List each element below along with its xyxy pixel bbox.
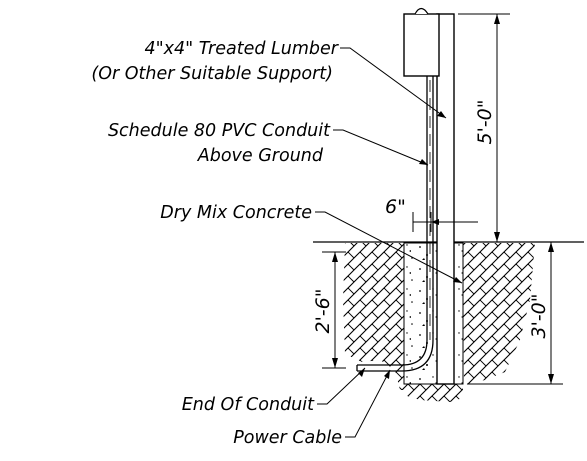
- leader-end-conduit: [317, 367, 366, 405]
- dim-conduit-depth: 2'-6": [312, 289, 334, 334]
- leader-lumber: [340, 47, 447, 119]
- label-conduit: Schedule 80 PVC Conduit: [108, 121, 331, 141]
- enclosure-cap: [414, 7, 429, 15]
- dim-post-depth: 3'-0": [528, 294, 550, 339]
- label-lumber-note: (Or Other Suitable Support): [91, 64, 333, 84]
- dim-offset: 6": [385, 196, 406, 218]
- label-end-conduit: End Of Conduit: [182, 395, 315, 415]
- pvc-conduit: [357, 32, 428, 366]
- pvc-conduit-inner: [357, 32, 434, 372]
- leader-power-cable: [345, 369, 391, 438]
- dim-above-ground: 5'-0": [474, 100, 496, 145]
- soil-hatch-bottom: [403, 384, 463, 402]
- label-conduit-note: Above Ground: [197, 146, 324, 166]
- leader-concrete: [315, 211, 463, 284]
- soil-hatch-right: [463, 243, 535, 385]
- leader-conduit: [333, 129, 429, 166]
- soil-hatch: [343, 243, 404, 390]
- wood-post: [436, 13, 455, 385]
- label-power-cable: Power Cable: [233, 428, 342, 448]
- label-concrete: Dry Mix Concrete: [160, 203, 312, 223]
- meter-enclosure: [403, 13, 440, 77]
- label-lumber: 4"x4" Treated Lumber: [144, 39, 339, 59]
